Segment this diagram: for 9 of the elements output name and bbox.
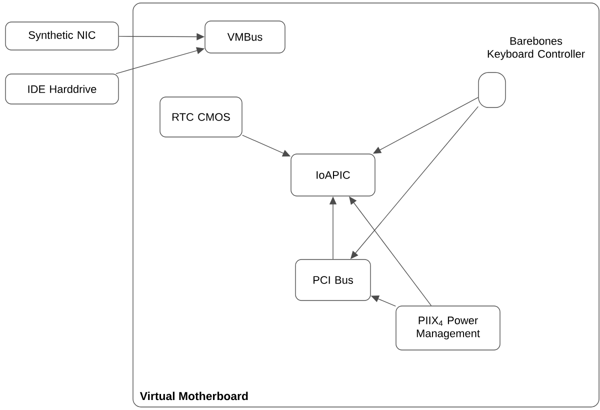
component-box: PCI Bus [295, 259, 371, 301]
component-box: RTC CMOS [160, 96, 242, 138]
component-box: PIIX$_{4}$ Power Management [396, 306, 500, 350]
component-box: IoAPIC [290, 154, 376, 196]
controller-box: Barebones Keyboard Controller [478, 36, 585, 108]
component-box: IDE Harddrive [5, 74, 119, 104]
component-box: Synthetic NIC [5, 22, 119, 50]
node-label: Barebones Keyboard Controller [488, 36, 585, 60]
component-box: VMBus [204, 20, 286, 54]
